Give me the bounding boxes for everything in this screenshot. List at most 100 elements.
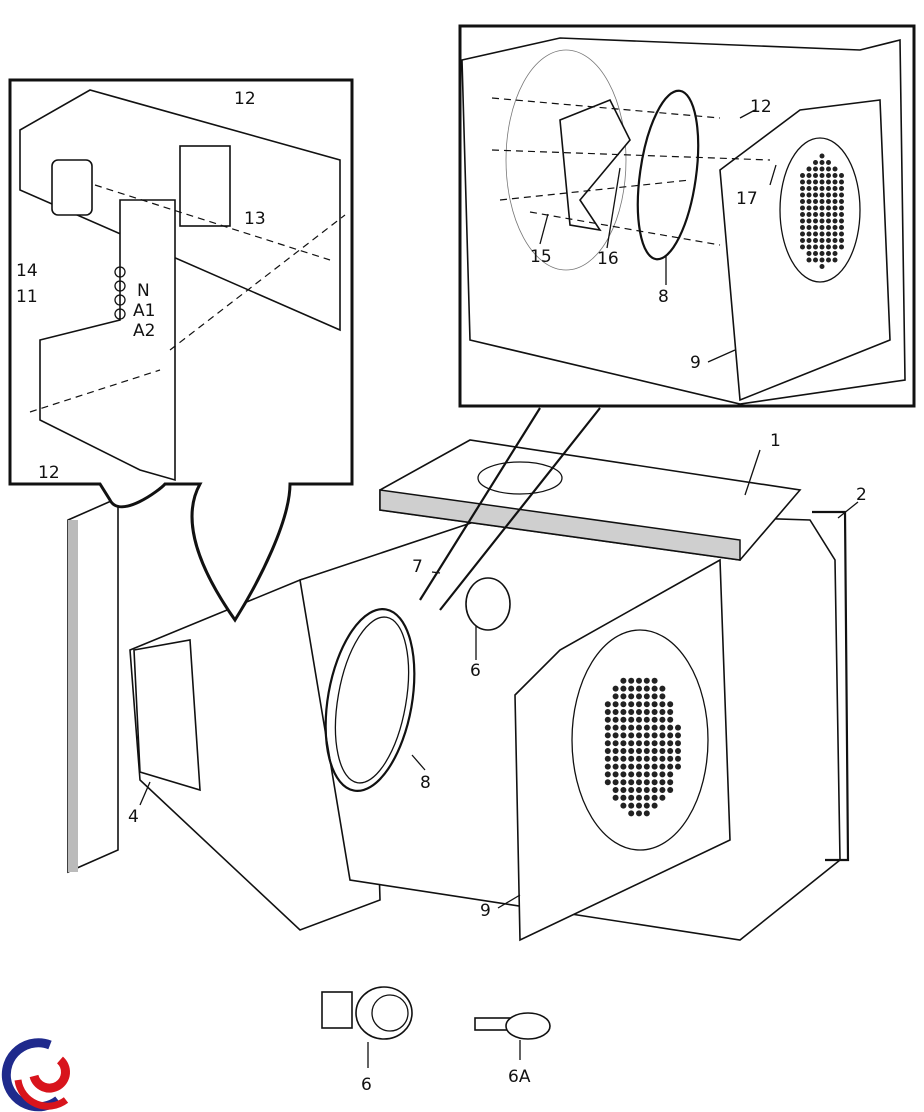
grille-hole	[819, 173, 825, 178]
grille-hole	[628, 755, 635, 762]
grille-hole	[667, 755, 674, 762]
grille-hole	[800, 244, 805, 250]
grille-hole	[651, 794, 658, 801]
grille-hole	[819, 244, 825, 250]
grille-hole	[651, 732, 658, 739]
terminal-a2: A2	[133, 321, 155, 341]
fan-motor	[51, 159, 93, 216]
grille-hole	[819, 192, 825, 198]
detail-lamp	[321, 986, 413, 1068]
grille-hole	[612, 693, 619, 700]
grille-hole	[643, 771, 650, 778]
grille-hole	[651, 685, 658, 692]
grille-hole	[628, 709, 635, 715]
grille-hole	[620, 787, 627, 793]
grille-hole	[628, 779, 635, 786]
grille-hole	[806, 244, 812, 250]
grille-hole	[636, 810, 642, 817]
grille-hole	[813, 192, 818, 198]
grille-hole	[813, 160, 818, 165]
grille-hole	[832, 251, 838, 256]
grille-hole	[813, 257, 818, 263]
grille-hole	[839, 238, 844, 243]
grille-hole	[612, 709, 619, 715]
grille-hole	[826, 225, 831, 230]
callout-15: 15	[530, 247, 552, 267]
logo-arc-blue	[1, 1038, 61, 1112]
grille-hole	[643, 787, 650, 793]
grille-hole	[636, 740, 642, 747]
grille-hole	[620, 693, 627, 700]
grille-hole	[612, 748, 619, 754]
grille-holes	[604, 677, 681, 817]
grille-hole	[604, 779, 611, 786]
grille-hole	[813, 186, 818, 191]
callout-12-bottom: 12	[38, 463, 60, 483]
grille-hole	[806, 199, 812, 204]
grille-hole	[826, 212, 831, 217]
grille-hole	[826, 173, 831, 178]
grille-hole	[819, 186, 825, 191]
grille-hole	[826, 186, 831, 191]
grille-hole	[651, 740, 658, 747]
detail-bulb	[474, 1012, 551, 1060]
grille-hole	[620, 794, 627, 801]
grille-hole	[800, 231, 805, 237]
grille-hole	[819, 205, 825, 211]
grille-hole	[813, 199, 818, 204]
grille-hole	[832, 244, 838, 250]
grille-hole	[643, 677, 650, 684]
grille-hole	[832, 238, 838, 243]
grille-hole	[628, 701, 635, 708]
grille-hole	[819, 218, 825, 224]
grille-hole	[813, 225, 818, 230]
grille-hole	[659, 779, 666, 786]
grille-hole	[636, 787, 642, 793]
grille-hole	[628, 740, 635, 747]
grille-hole	[659, 787, 666, 793]
grille-hole	[620, 771, 627, 778]
grille-hole	[636, 732, 642, 739]
logo-arc-red	[29, 1056, 70, 1093]
grille-hole	[806, 186, 812, 191]
grille-hole	[806, 179, 812, 185]
grille-hole	[628, 794, 635, 801]
grille-hole	[813, 251, 818, 256]
grille-hole	[839, 225, 844, 230]
labels: 1 2 4 6 7 8 9 11 12 12 13 14 N A1 A2 8 9…	[16, 89, 867, 1095]
grille-hole	[826, 251, 831, 256]
grille-hole	[675, 724, 681, 731]
grille-hole	[659, 724, 666, 731]
grille-hole	[806, 205, 812, 211]
grille-hole	[819, 238, 825, 243]
grille-hole	[659, 740, 666, 747]
callout-2: 2	[856, 485, 867, 505]
grille-hole	[813, 231, 818, 237]
grille-hole	[667, 748, 674, 754]
brand-logo	[1, 1038, 70, 1112]
grille-hole	[604, 763, 611, 770]
grille-hole	[819, 199, 825, 204]
grille-hole	[819, 257, 825, 263]
grille-hole	[675, 748, 681, 754]
callout-14: 14	[16, 261, 38, 281]
grille-hole	[612, 763, 619, 770]
grille-hole	[800, 205, 805, 211]
grille-hole	[636, 677, 642, 684]
grille-hole	[667, 779, 674, 786]
grille-hole	[643, 732, 650, 739]
grille-hole	[659, 685, 666, 692]
grille-hole	[667, 732, 674, 739]
main-assembly	[67, 439, 850, 942]
grille-hole	[832, 205, 838, 211]
grille-hole	[832, 257, 838, 263]
grille-hole	[806, 225, 812, 230]
grille-hole	[651, 677, 658, 684]
grille-hole	[628, 748, 635, 754]
grille-hole	[832, 192, 838, 198]
grille-hole	[826, 218, 831, 224]
grille-hole	[819, 166, 825, 172]
grille-hole	[806, 173, 812, 178]
grille-hole	[620, 716, 627, 723]
grille-hole	[832, 199, 838, 204]
